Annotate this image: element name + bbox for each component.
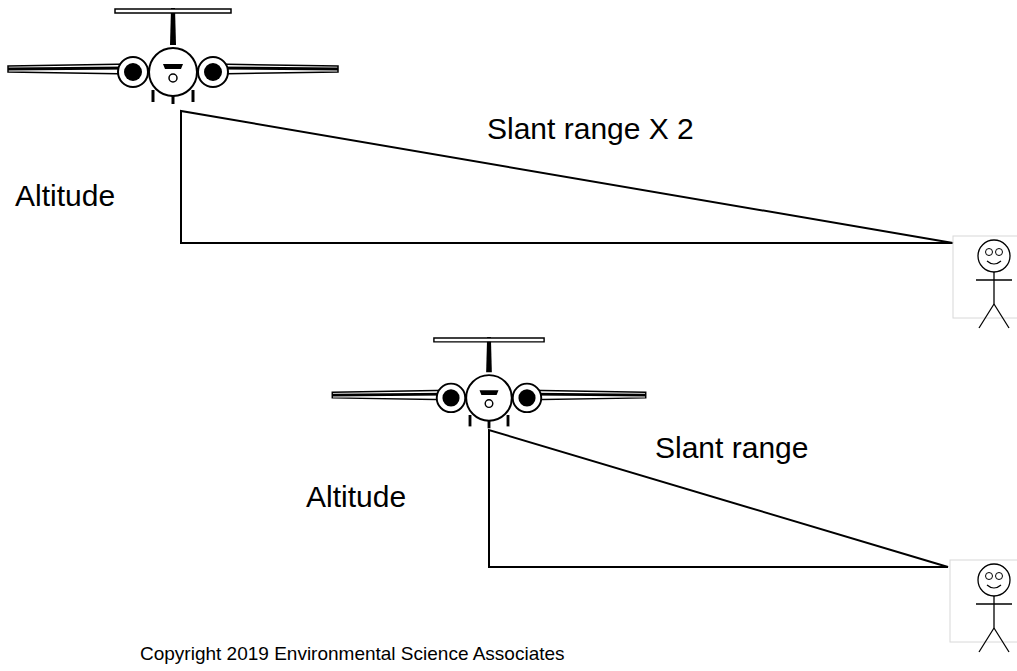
altitude-label: Altitude: [306, 480, 406, 515]
slant-range-label: Slant range X 2: [487, 112, 694, 147]
altitude-label: Altitude: [15, 179, 115, 214]
copyright-note: Copyright 2019 Environmental Science Ass…: [140, 643, 565, 665]
slant-range-label: Slant range: [655, 431, 808, 466]
